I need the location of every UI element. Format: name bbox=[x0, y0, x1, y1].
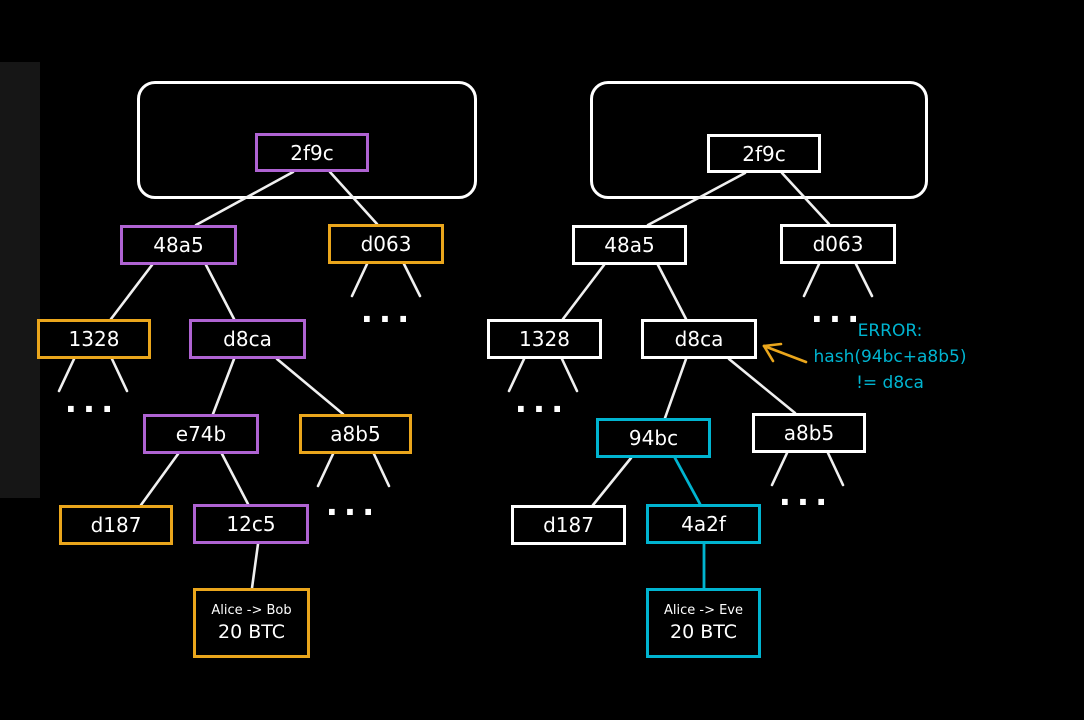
left-transaction-parties: Alice -> Bob bbox=[211, 603, 292, 618]
left-ellipsis-under-1328: ... bbox=[64, 382, 120, 420]
right-node-48a5: 48a5 bbox=[572, 225, 687, 265]
left-edge-band bbox=[0, 62, 40, 498]
right-node-2f9c: 2f9c bbox=[707, 134, 821, 173]
right-node-d187: d187 bbox=[511, 505, 626, 545]
left-block-header-frame bbox=[137, 81, 477, 199]
error-line-2: hash(94bc+a8b5) bbox=[813, 347, 967, 367]
right-node-a8b5: a8b5 bbox=[752, 413, 866, 453]
right-ellipsis-under-1328: ... bbox=[514, 382, 570, 420]
right-transaction-amount: 20 BTC bbox=[669, 621, 737, 643]
left-transaction-amount: 20 BTC bbox=[217, 621, 285, 643]
left-node-e74b: e74b bbox=[143, 414, 259, 454]
right-node-1328: 1328 bbox=[487, 319, 602, 359]
right-tree-edges bbox=[507, 171, 874, 507]
left-ellipsis-under-a8b5: ... bbox=[325, 485, 381, 523]
right-ellipsis-under-d063: ... bbox=[810, 292, 866, 330]
right-node-4a2f: 4a2f bbox=[646, 504, 761, 544]
right-block-header-frame bbox=[590, 81, 928, 199]
left-node-d063: d063 bbox=[328, 224, 444, 264]
right-node-d063: d063 bbox=[780, 224, 896, 264]
left-ellipsis-under-d063: ... bbox=[360, 292, 416, 330]
left-transaction-box: Alice -> Bob 20 BTC bbox=[193, 588, 310, 658]
left-node-d187: d187 bbox=[59, 505, 173, 545]
right-ellipsis-under-a8b5: ... bbox=[778, 475, 834, 513]
error-line-3: != d8ca bbox=[856, 373, 924, 393]
left-tree-edges bbox=[57, 170, 422, 590]
error-arrow bbox=[762, 342, 808, 364]
right-node-d8ca: d8ca bbox=[641, 319, 757, 359]
left-node-d8ca: d8ca bbox=[189, 319, 306, 359]
left-node-2f9c: 2f9c bbox=[255, 133, 369, 172]
tampered-path-edges bbox=[673, 456, 706, 590]
error-line-1: ERROR: bbox=[857, 321, 923, 341]
left-node-a8b5: a8b5 bbox=[299, 414, 412, 454]
right-node-94bc: 94bc bbox=[596, 418, 711, 458]
left-node-12c5: 12c5 bbox=[193, 504, 309, 544]
left-node-1328: 1328 bbox=[37, 319, 151, 359]
error-annotation: ERROR: hash(94bc+a8b5) != d8ca bbox=[790, 318, 990, 396]
right-transaction-box: Alice -> Eve 20 BTC bbox=[646, 588, 761, 658]
right-transaction-parties: Alice -> Eve bbox=[663, 603, 743, 618]
left-node-48a5: 48a5 bbox=[120, 225, 237, 265]
